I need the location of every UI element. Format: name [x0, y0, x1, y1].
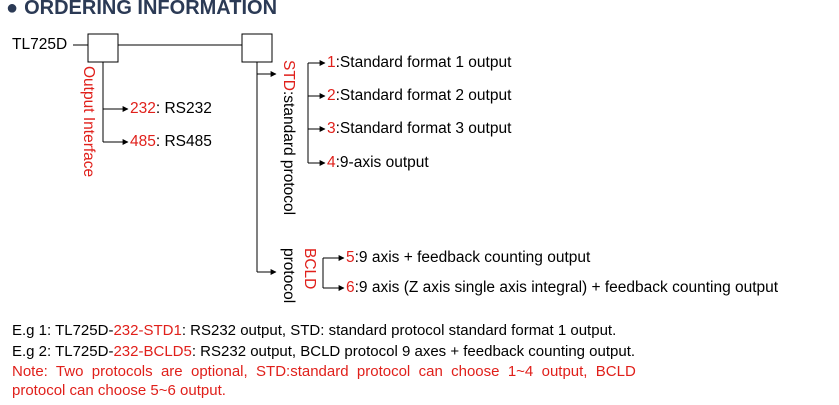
- example-code: BCLD5: [143, 343, 192, 360]
- output-text: :9 axis (Z axis single axis integral) + …: [354, 279, 779, 296]
- std-code: STD: [280, 60, 297, 91]
- output-code: 6: [346, 279, 355, 296]
- std-output-4: 4:9-axis output: [327, 154, 429, 172]
- interface-option-485: 485: RS485: [130, 133, 212, 151]
- bcld-output-5: 5:9 axis + feedback counting output: [346, 249, 590, 267]
- model-name: TL725D: [12, 36, 68, 53]
- output-text: :9-axis output: [335, 154, 429, 171]
- example-code: STD1: [143, 322, 182, 339]
- bcld-label: protocol: [280, 248, 297, 304]
- output-text: :9 axis + feedback counting output: [354, 249, 591, 266]
- interface-box: [87, 33, 119, 63]
- std-label: :standard protocol: [280, 91, 297, 216]
- output-code: 4: [327, 154, 336, 171]
- output-code: 5: [346, 249, 355, 266]
- interface-option-232: 232: RS232: [130, 100, 212, 118]
- output-code: 2: [327, 87, 336, 104]
- example-code: 232: [113, 322, 139, 339]
- note-line-1: Note: Two protocols are optional, STD:st…: [12, 363, 636, 380]
- output-text: :Standard format 3 output: [335, 120, 512, 137]
- example-2: E.g 2: TL725D-232-BCLD5: RS232 output, B…: [12, 342, 635, 361]
- bcld-protocol-label: protocol: [279, 248, 297, 303]
- example-rest: : RS232 output, STD: standard protocol s…: [181, 322, 617, 339]
- bcld-output-6: 6:9 axis (Z axis single axis integral) +…: [346, 279, 778, 297]
- example-prefix: E.g 1: TL725D-: [12, 322, 114, 339]
- interface-code: 232: [130, 100, 156, 117]
- std-output-3: 3:Standard format 3 output: [327, 120, 511, 138]
- section-heading: ● ORDERING INFORMATION: [6, 0, 277, 20]
- note-line-2: protocol can choose 5~6 output.: [12, 382, 226, 399]
- output-text: :Standard format 1 output: [335, 54, 512, 71]
- example-dash: -: [138, 343, 144, 360]
- heading-text: ORDERING INFORMATION: [24, 0, 278, 19]
- std-protocol-label: STD:standard protocol: [279, 60, 297, 215]
- example-dash: -: [138, 322, 144, 339]
- output-interface-label: Output Interface: [80, 66, 97, 178]
- interface-text: : RS485: [155, 133, 212, 150]
- output-code: 1: [327, 54, 336, 71]
- example-code: 232: [113, 343, 139, 360]
- example-rest: : RS232 output, BCLD protocol 9 axes + f…: [191, 343, 636, 360]
- protocol-box: [241, 33, 273, 63]
- bullet-icon: ●: [6, 0, 19, 19]
- std-output-2: 2:Standard format 2 output: [327, 87, 511, 105]
- bcld-code: BCLD: [301, 248, 318, 290]
- example-prefix: E.g 2: TL725D-: [12, 343, 114, 360]
- output-text: :Standard format 2 output: [335, 87, 512, 104]
- interface-text: : RS232: [155, 100, 212, 117]
- interface-code: 485: [130, 133, 156, 150]
- example-1: E.g 1: TL725D-232-STD1: RS232 output, ST…: [12, 321, 616, 340]
- output-code: 3: [327, 120, 336, 137]
- std-output-1: 1:Standard format 1 output: [327, 54, 511, 72]
